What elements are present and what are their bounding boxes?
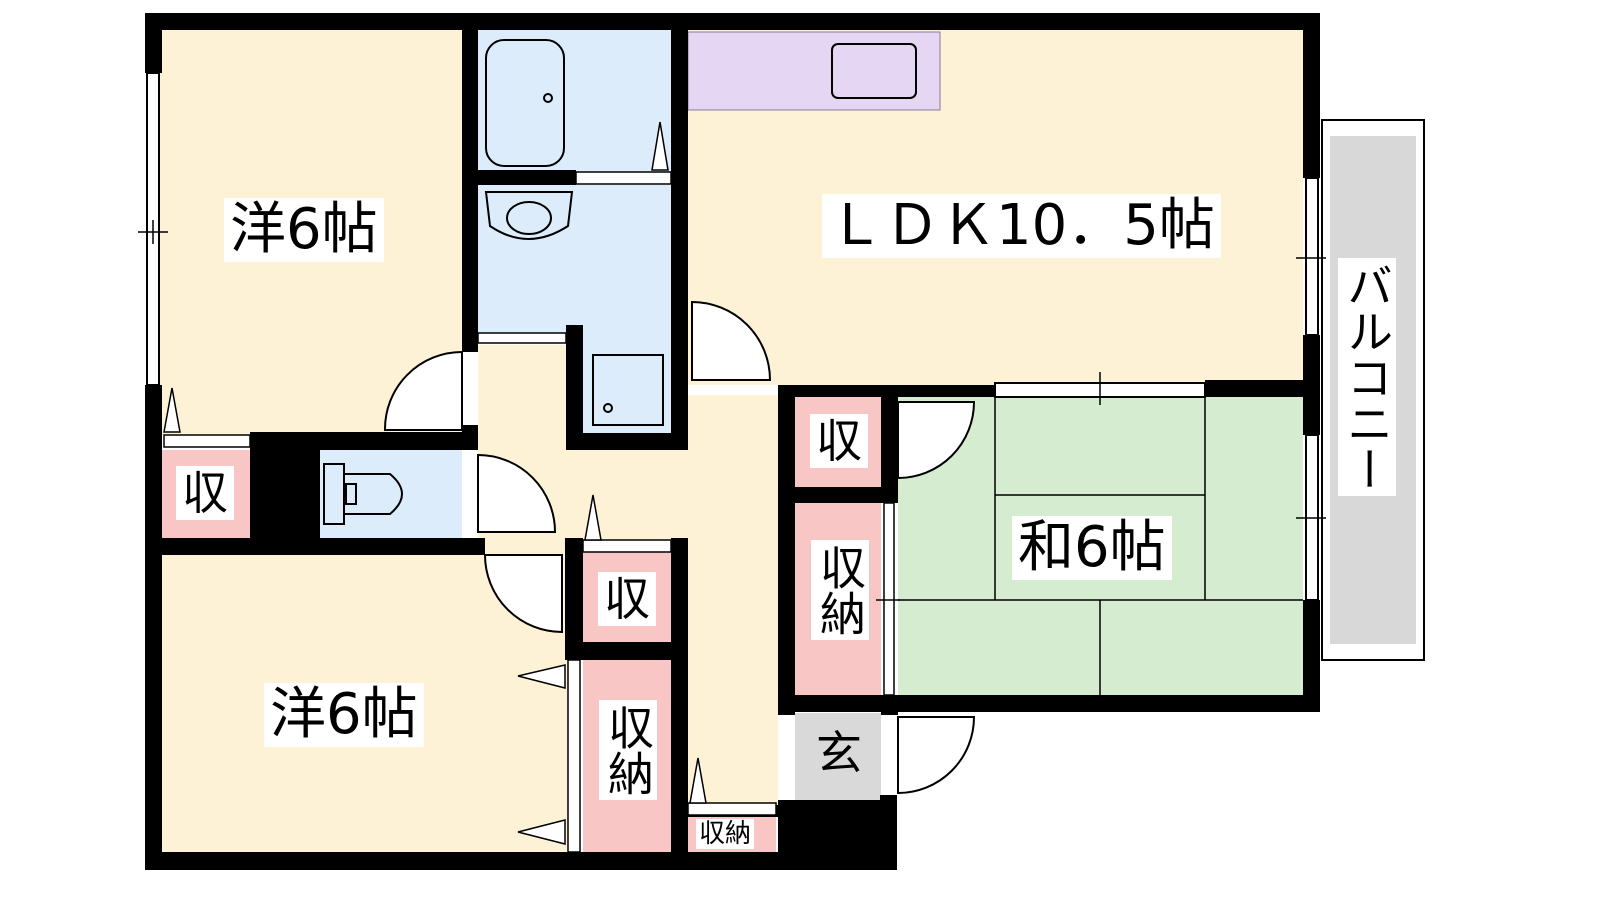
closet-center-label: 収 bbox=[598, 572, 656, 626]
bathtub bbox=[485, 39, 565, 167]
closet-right-top-label: 収 bbox=[810, 414, 868, 468]
exterior-walls bbox=[145, 13, 1320, 870]
interior-walls bbox=[145, 30, 1320, 860]
washbasin-bowl bbox=[506, 201, 552, 235]
washbasin bbox=[484, 191, 574, 240]
japanese-room-label: 和6帖 bbox=[1012, 516, 1172, 580]
western-room-2-label: 洋6帖 bbox=[264, 683, 424, 747]
tatami-lines bbox=[898, 397, 1303, 695]
bathtub-drain bbox=[543, 93, 553, 103]
washing-machine-pan bbox=[592, 354, 664, 426]
window-marks bbox=[138, 220, 1326, 519]
entrance-label: 玄 bbox=[810, 726, 868, 780]
washroom-floor bbox=[478, 185, 671, 333]
windows bbox=[146, 72, 1319, 601]
storage-small-label: 収納 bbox=[696, 819, 755, 849]
doors bbox=[383, 300, 976, 795]
storage-right-label: 収納 bbox=[811, 540, 869, 640]
sliding-doors bbox=[163, 171, 900, 853]
western-room-1-label: 洋6帖 bbox=[224, 198, 384, 262]
washroom-lower-floor bbox=[583, 333, 671, 433]
toilet-fixture bbox=[323, 463, 403, 525]
ldk-label: ＬＤＫ10．5帖 bbox=[822, 194, 1221, 258]
balcony-label: バルコニー bbox=[1338, 258, 1396, 496]
storage-center-label: 収納 bbox=[599, 700, 657, 800]
hallway-floor bbox=[478, 345, 778, 805]
washing-machine-drain bbox=[603, 403, 613, 413]
closet-left-label: 収 bbox=[176, 466, 234, 520]
kitchen-sink bbox=[831, 43, 917, 99]
folding-door-marks bbox=[163, 121, 707, 845]
